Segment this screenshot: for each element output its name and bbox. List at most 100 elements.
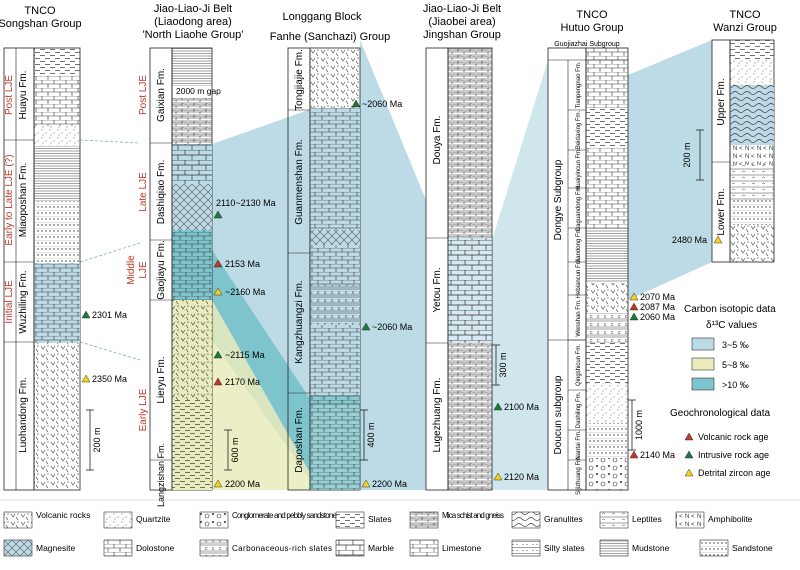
subgroup-label: Doucun subgroup	[553, 375, 564, 454]
intrusive-age-marker	[213, 210, 223, 219]
layer-mica	[448, 343, 492, 490]
column-header-line1: TNCO	[576, 9, 608, 21]
conglomerate-swatch	[199, 511, 229, 529]
volcanic-age-marker	[684, 432, 694, 441]
column-wanzi: TNCO Wanzi Group Upper Fm. Lower Fm. 248…	[672, 9, 777, 263]
lithology-label: Mudstone	[632, 543, 670, 553]
carbon-legend-title: Carbon isotopic data	[684, 304, 776, 315]
detrital-age-marker	[493, 472, 503, 481]
column-header-line1: TNCO	[24, 5, 56, 17]
intrusive-age-marker	[493, 402, 503, 411]
column-header-line2: Wanzi Group	[713, 22, 777, 34]
scale-label: 300 m	[498, 352, 508, 377]
age-label: 2153 Ma	[225, 259, 260, 269]
layer-mudstone	[34, 146, 80, 201]
formation-label: Tianpengnao Fm.	[576, 61, 582, 108]
formation-label: Upper Fm.	[716, 78, 727, 125]
layer-amphibolite	[730, 145, 774, 165]
formation-label: Lugezhuang Fm.	[432, 377, 443, 452]
layer-mica	[448, 48, 492, 238]
detrital-age-marker	[629, 292, 639, 301]
layer-sandstone	[586, 423, 628, 458]
layer-mudstone	[586, 228, 628, 283]
layer-leptite	[730, 165, 774, 200]
layer-marble	[448, 238, 492, 343]
age-label: ~2160 Ma	[225, 287, 265, 297]
formation-label: Beidaxing Fm.	[576, 110, 582, 149]
formation-label: Lieryu Fm.	[156, 356, 167, 403]
geochron-legend-item: Detrital zircon age	[698, 468, 771, 478]
layer-slate	[586, 108, 628, 148]
formation-label: Luohandong Fm.	[18, 377, 29, 453]
formation-label: Daguandong Fm.	[576, 184, 582, 231]
volcanic-age-marker	[213, 377, 223, 386]
carbon-swatch	[691, 337, 715, 351]
formation-label: Sijizhuang Fm.	[576, 455, 582, 495]
carbon-isotope-legend: Carbon isotopic data δ¹³C values 3~5 ‰ 5…	[684, 304, 776, 391]
limestone-swatch	[409, 539, 439, 557]
formation-label: Hebiancun Fm.	[576, 257, 582, 298]
top-subgroup-label: Guojiazhai Subgroup	[554, 41, 619, 48]
subgroup-label: Dongye Subgroup	[553, 159, 564, 240]
layer-granulite	[730, 85, 774, 145]
column-header-line1: Jiao-Liao-Ji Belt	[423, 3, 501, 15]
intrusive-age-marker	[684, 450, 694, 459]
formation-label: Guanmenshan Fm.	[294, 139, 305, 225]
formation-label: Kangzhuangzi Fm.	[294, 280, 305, 363]
column-songshan: TNCO Songshan Group Huayu Fm. Miaoposhan…	[0, 5, 127, 491]
scale-label: 200 m	[682, 142, 692, 167]
layer-dolostone	[34, 263, 80, 343]
layer-carbonaceous	[310, 285, 360, 325]
intrusive-age-marker	[213, 350, 223, 359]
scale-label: 1000 m	[634, 410, 644, 440]
formation-label: Gaixian Fm.	[156, 68, 167, 122]
column-header-line1: Longgang Block	[283, 11, 362, 23]
correlation-line	[79, 341, 141, 361]
formation-label: Dashiling Fm.	[576, 391, 582, 428]
carbon-swatch	[691, 377, 715, 391]
geochron-legend-title: Geochronological data	[670, 408, 771, 419]
leptites-swatch	[599, 511, 629, 529]
stage-label: Early to Late LJE (?)	[4, 154, 15, 245]
formation-label: Qingshicun Fm.	[576, 344, 582, 386]
detrital-age-marker	[81, 374, 91, 383]
age-label: 2301 Ma	[92, 310, 127, 320]
age-label: 2480 Ma	[672, 235, 707, 245]
lithology-label: Amphibolite	[708, 514, 753, 524]
age-label: ~2060 Ma	[362, 99, 402, 109]
column-fanhe: Longgang Block Fanhe (Sanchazi) Group To…	[270, 11, 412, 491]
layer-dolostone	[586, 48, 628, 108]
layer-dolostone	[310, 245, 360, 285]
age-label: ~2060 Ma	[372, 322, 412, 332]
column-header-line2: Hutuo Group	[561, 22, 624, 34]
correlation-line	[79, 242, 141, 263]
formation-label: Huaiyincun Fm.	[576, 148, 582, 190]
carbon-legend-item: 3~5 ‰	[722, 340, 749, 350]
geochron-legend-item: Intrusive rock age	[698, 450, 769, 460]
detrital-age-marker	[684, 468, 694, 477]
age-label: 2110~2130 Ma	[216, 198, 276, 208]
scale-label: 400 m	[366, 422, 376, 447]
age-label: 2070 Ma	[640, 292, 675, 302]
stage-label: Middle	[126, 255, 137, 285]
formation-label: Wenshan Fm.	[576, 299, 582, 337]
layer-limestone	[310, 108, 360, 230]
column-header-line2: (Jiaobei area)	[428, 16, 495, 28]
lithology-label: Leptites	[632, 514, 662, 524]
age-label: 2120 Ma	[504, 472, 539, 482]
stage-label: LJE	[138, 261, 149, 279]
correlation-line	[79, 139, 141, 144]
detrital-age-marker	[213, 287, 223, 296]
formation-label: Jiandong Fm.	[576, 226, 582, 263]
layer-marble	[172, 144, 212, 184]
lithology-label: Dolostone	[136, 543, 175, 553]
layer-slate	[586, 343, 628, 383]
formation-label: Gaojiayu Fm.	[156, 240, 167, 299]
age-label: 2087 Ma	[640, 302, 675, 312]
detrital-age-marker	[713, 235, 723, 244]
lithology-label: Mica schist and gneiss	[442, 511, 504, 520]
column-header-line1: Jiao-Liao-Ji Belt	[154, 3, 232, 15]
age-label: 2200 Ma	[372, 479, 407, 489]
silty-slates-swatch	[511, 539, 541, 557]
